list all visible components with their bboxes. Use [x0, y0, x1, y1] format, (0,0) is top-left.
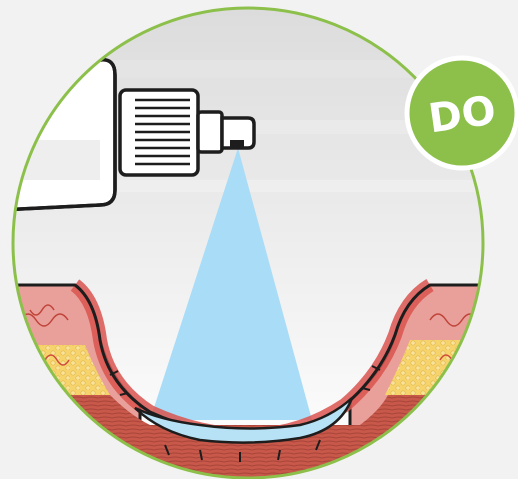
do-badge: DO — [407, 58, 517, 168]
do-badge-label: DO — [426, 88, 499, 143]
